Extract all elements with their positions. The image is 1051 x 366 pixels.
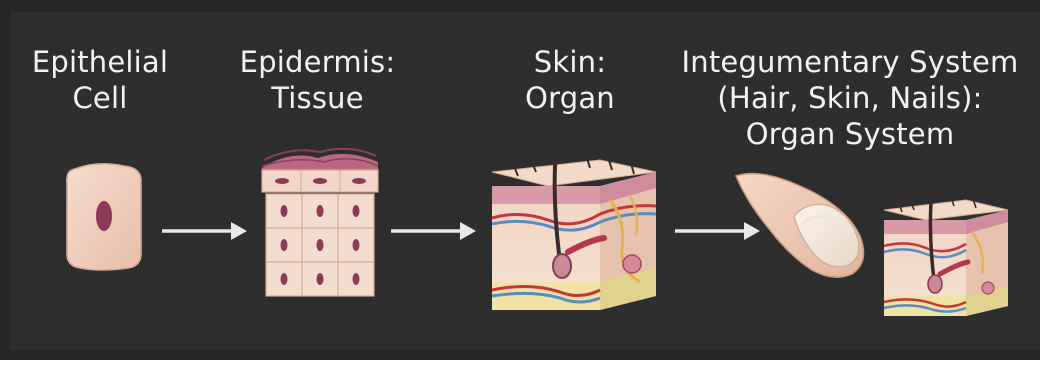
arrow-right-icon bbox=[675, 222, 760, 240]
epithelial-cell-icon bbox=[67, 164, 141, 270]
skin-block-icon bbox=[492, 146, 656, 310]
arrow-right-icon bbox=[391, 222, 476, 240]
arrow-right-icon bbox=[162, 222, 247, 240]
finger-icon bbox=[736, 174, 864, 278]
tissue-block-icon bbox=[262, 149, 378, 296]
small-skin-block-icon bbox=[884, 188, 1008, 316]
